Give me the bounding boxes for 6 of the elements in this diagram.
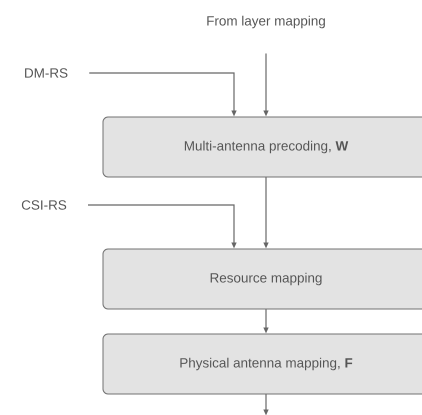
process-box: Resource mapping (102, 248, 422, 310)
input-label: From layer mapping (207, 16, 325, 28)
process-box: Physical antenna mapping, F (102, 334, 422, 394)
input-label: DM-RS (25, 68, 68, 78)
process-box: Multi-antenna precoding, W (102, 116, 422, 178)
input-label: CSI-RS (22, 200, 66, 210)
